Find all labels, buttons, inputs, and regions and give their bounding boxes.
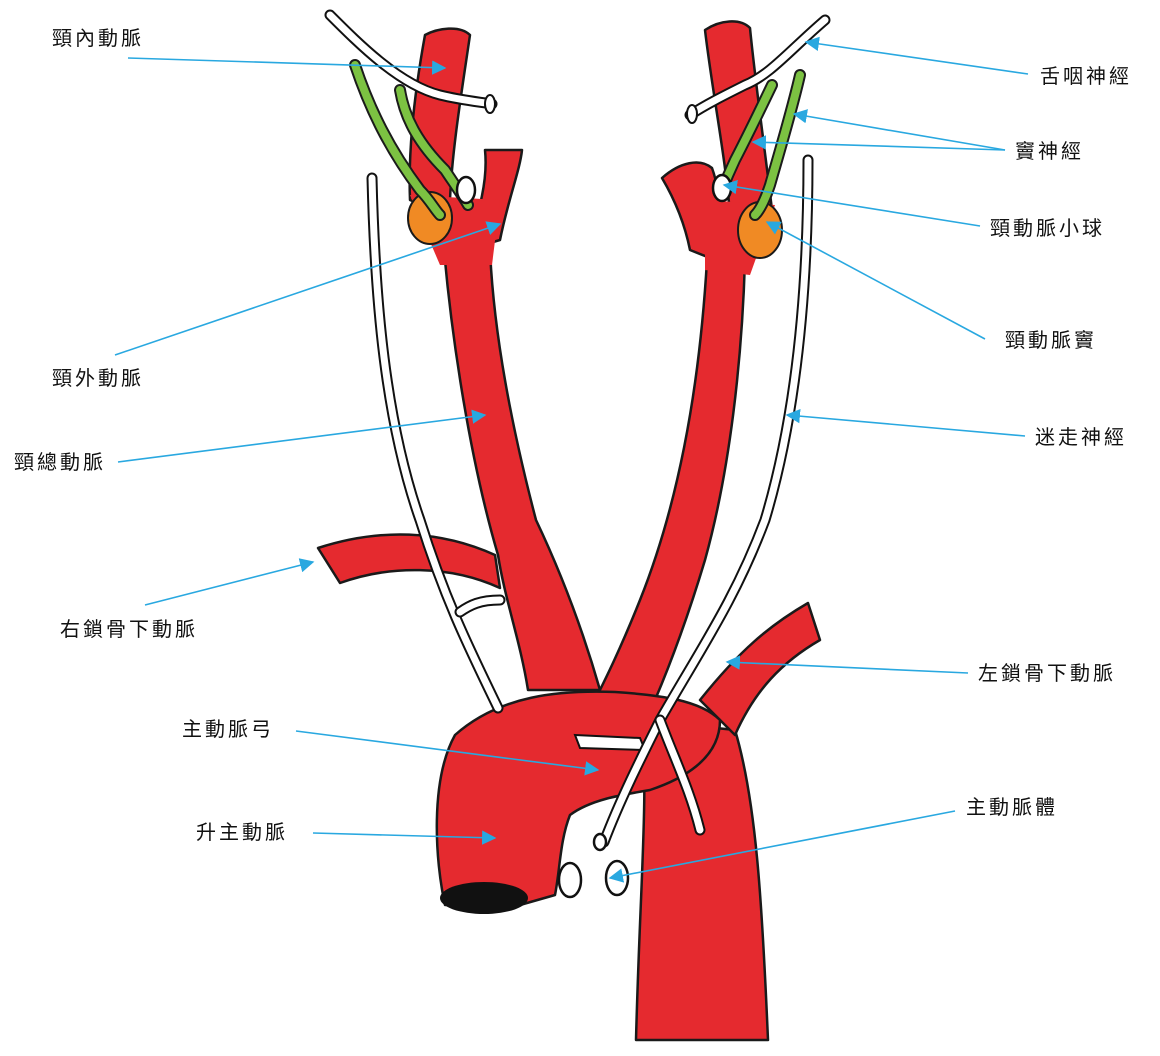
left-carotid-body xyxy=(713,175,731,201)
leader-internal-carotid xyxy=(128,58,445,68)
right-carotid-body xyxy=(457,177,475,203)
label-glossopharyngeal: 舌咽神經 xyxy=(1040,64,1132,88)
label-sinus-nerve: 竇神經 xyxy=(1015,139,1084,163)
ascending-aorta-opening xyxy=(440,882,528,914)
label-carotid-sinus: 頸動脈竇 xyxy=(1005,328,1097,352)
leader-common-carotid xyxy=(118,415,485,462)
right-common-carotid-artery xyxy=(444,250,600,690)
label-internal-carotid: 頸內動脈 xyxy=(52,26,144,50)
label-aortic-body: 主動脈體 xyxy=(966,795,1058,819)
left-common-carotid-artery xyxy=(595,260,745,700)
aortic-bodies xyxy=(559,834,628,897)
label-vagus: 迷走神經 xyxy=(1035,425,1127,449)
leader-vagus xyxy=(787,415,1025,436)
label-left-subclavian: 左鎖骨下動脈 xyxy=(978,661,1116,685)
leader-external-carotid xyxy=(115,224,500,355)
right-internal-carotid-artery xyxy=(410,29,470,204)
arch-branch xyxy=(575,735,645,750)
label-external-carotid: 頸外動脈 xyxy=(52,366,144,390)
label-right-subclavian: 右鎖骨下動脈 xyxy=(60,617,198,641)
leader-glossopharyngeal xyxy=(806,42,1028,74)
label-aortic-arch: 主動脈弓 xyxy=(182,717,274,741)
leader-right-subclavian xyxy=(145,562,313,605)
right-subclavian-artery xyxy=(318,534,500,588)
label-ascending-aorta: 升主動脈 xyxy=(196,820,288,844)
label-carotid-body: 頸動脈小球 xyxy=(990,216,1105,240)
label-common-carotid: 頸總動脈 xyxy=(14,450,106,474)
